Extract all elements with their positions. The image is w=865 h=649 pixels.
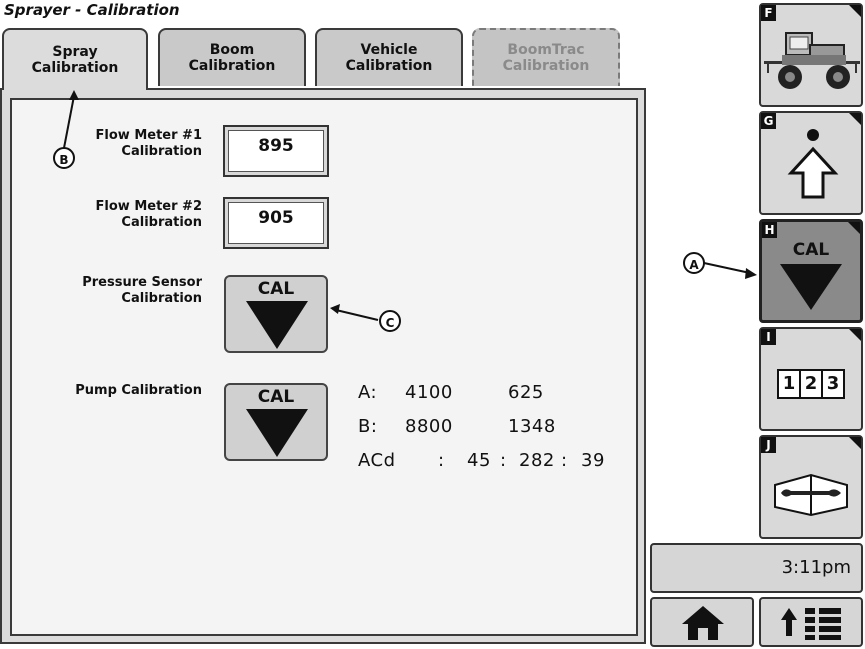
tab-label-line2: Calibration [502,58,590,74]
tab-label-line2: Calibration [31,60,119,76]
menu-button[interactable] [759,597,863,647]
callout-c: C [379,310,401,332]
label-line2: Calibration [121,215,202,230]
acd-sep: : [500,450,507,471]
tab-label-line2: Calibration [345,58,433,74]
pressure-sensor-label: Pressure Sensor Calibration [40,275,202,307]
tab-label-line1: BoomTrac [507,42,585,58]
callout-b: B [53,147,75,169]
tab-label-line1: Vehicle [360,42,418,58]
softkey-letter: I [761,329,776,345]
softkey-f-sprayer[interactable]: F [759,3,863,107]
softkey-h-cal[interactable]: H CAL [759,219,863,323]
softkey-letter: G [761,113,776,129]
pump-row-a-value2: 625 [508,382,544,403]
pump-cal-button[interactable]: CAL [224,383,328,461]
softkey-letter: H [762,222,777,238]
softkey-i-number-entry[interactable]: I 1 2 3 [759,327,863,431]
flow-meter-2-label: Flow Meter #2 Calibration [60,199,202,231]
clock-display: 3:11pm [650,543,863,593]
pressure-cal-button[interactable]: CAL [224,275,328,353]
corner-marker-icon [849,5,861,17]
flow-meter-2-field[interactable]: 905 [223,197,329,249]
pump-row-b-value2: 1348 [508,416,556,437]
home-button[interactable] [650,597,754,647]
cal-button-label: CAL [257,387,295,407]
digit-box: 3 [823,369,845,399]
flow-meter-1-label: Flow Meter #1 Calibration [60,128,202,160]
tab-label-line1: Boom [209,42,255,58]
home-icon [682,606,724,640]
up-menu-icon [781,608,841,640]
acd-sep: : [438,450,445,471]
digit-box: 2 [801,369,823,399]
flow-meter-1-value: 895 [228,130,324,172]
cal-label: CAL [792,240,830,260]
number-entry-icon: 1 2 3 [777,369,845,399]
acd-value3: 39 [581,450,605,471]
acd-key: ACd [358,450,396,471]
cal-button-label: CAL [257,279,295,299]
label-line2: Calibration [121,144,202,159]
tab-spray-calibration[interactable]: Spray Calibration [2,28,148,90]
acd-value2: 282 [519,450,555,471]
page-title: Sprayer - Calibration [4,1,180,19]
down-triangle-icon [246,409,308,457]
softkey-letter: F [761,5,776,21]
acd-sep: : [561,450,568,471]
digit-box: 1 [777,369,801,399]
corner-marker-icon [849,329,861,341]
up-arrow-icon [787,129,839,199]
flow-meter-2-value: 905 [228,202,324,244]
label-line2: Calibration [121,291,202,306]
label-line1: Flow Meter #1 [95,128,202,143]
softkey-j-service[interactable]: J [759,435,863,539]
corner-marker-icon [849,113,861,125]
wrench-book-icon [774,473,848,517]
acd-value1: 45 [467,450,491,471]
softkey-g-up[interactable]: G [759,111,863,215]
tab-vehicle-calibration[interactable]: Vehicle Calibration [315,28,463,86]
pump-row-b-key: B: [358,416,378,437]
callout-a: A [683,252,705,274]
down-triangle-icon [246,301,308,349]
pump-row-a-key: A: [358,382,378,403]
tab-label-line1: Spray [52,44,98,60]
sprayer-vehicle-icon [764,32,860,89]
tab-boomtrac-calibration: BoomTrac Calibration [472,28,620,86]
tab-label-line2: Calibration [188,58,276,74]
corner-marker-icon [848,222,860,234]
softkey-letter: J [761,437,776,453]
pump-calibration-label: Pump Calibration [75,383,202,398]
label-line1: Pressure Sensor [82,275,202,290]
corner-marker-icon [849,437,861,449]
calibration-content [10,98,638,636]
calibration-panel [0,88,646,644]
label-line1: Flow Meter #2 [95,199,202,214]
pump-row-a-value1: 4100 [405,382,453,403]
flow-meter-1-field[interactable]: 895 [223,125,329,177]
pump-row-b-value1: 8800 [405,416,453,437]
cal-down-icon [780,264,842,310]
tab-boom-calibration[interactable]: Boom Calibration [158,28,306,86]
